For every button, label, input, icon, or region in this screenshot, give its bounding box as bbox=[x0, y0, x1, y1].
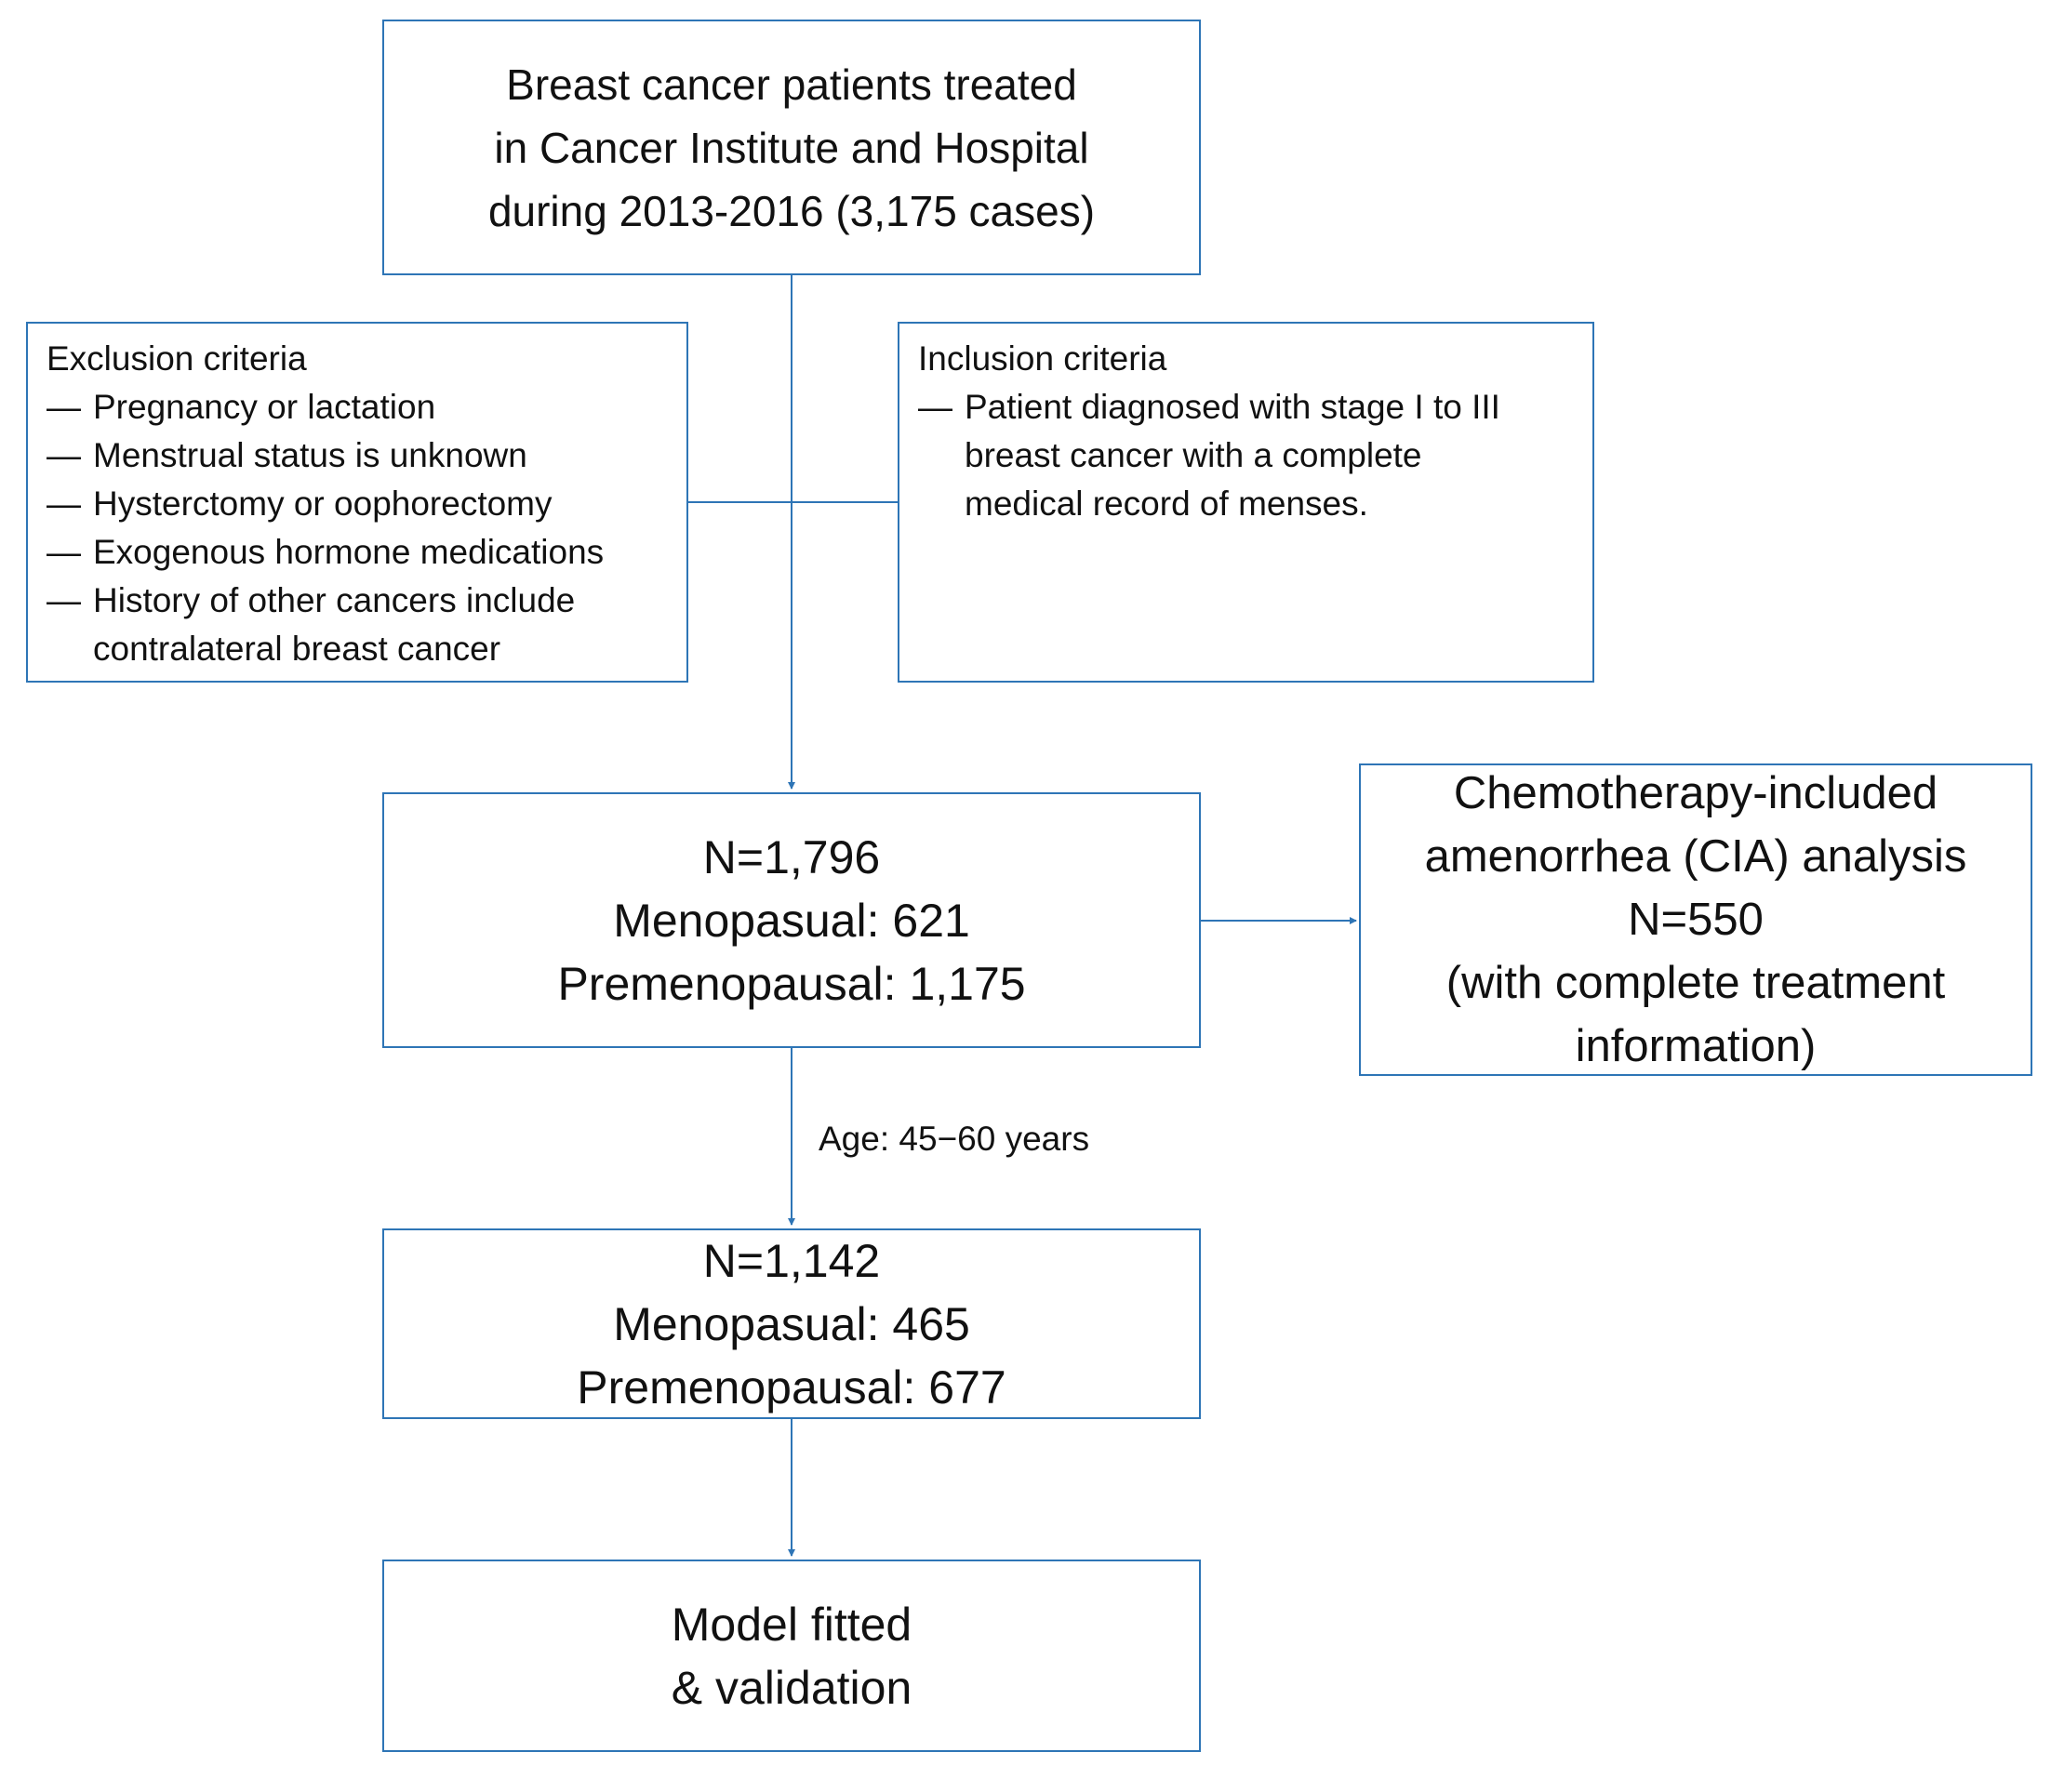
inclusion-criteria-box: Inclusion criteria — Patient diagnosed w… bbox=[898, 322, 1594, 683]
exclusion-item-text: Hysterctomy or oophorectomy bbox=[93, 485, 553, 523]
cia-line-4: (with complete treatment bbox=[1445, 958, 1946, 1008]
exclusion-criteria-box: Exclusion criteria — Pregnancy or lactat… bbox=[26, 322, 688, 683]
source-line-3: during 2013-2016 (3,175 cases) bbox=[487, 186, 1096, 235]
inclusion-title: Inclusion criteria bbox=[918, 339, 1167, 378]
cia-line-2: amenorrhea (CIA) analysis bbox=[1424, 831, 1967, 882]
exclusion-item: — Exogenous hormone medications bbox=[47, 528, 686, 577]
exclusion-item-text: Pregnancy or lactation bbox=[93, 388, 436, 426]
bullet-dash: — bbox=[47, 436, 81, 474]
cohort-total: N=1,796 bbox=[702, 830, 881, 883]
exclusion-title: Exclusion criteria bbox=[47, 339, 307, 378]
age-filtered-premenopausal: Premenopausal: 677 bbox=[577, 1361, 1006, 1414]
cohort-box: N=1,796 Menopasual: 621 Premenopausal: 1… bbox=[382, 792, 1201, 1048]
inclusion-item: — Patient diagnosed with stage I to III … bbox=[918, 383, 1592, 528]
bullet-dash: — bbox=[918, 388, 952, 426]
model-box: Model fitted & validation bbox=[382, 1560, 1201, 1752]
model-line-1: Model fitted bbox=[671, 1598, 912, 1651]
cohort-premenopausal: Premenopausal: 1,175 bbox=[557, 957, 1026, 1010]
age-filtered-total: N=1,142 bbox=[702, 1234, 881, 1287]
exclusion-item: — Pregnancy or lactation bbox=[47, 383, 686, 431]
source-line-1: Breast cancer patients treated bbox=[506, 60, 1077, 109]
cohort-menopausal: Menopasual: 621 bbox=[613, 894, 970, 947]
inclusion-item-text: Patient diagnosed with stage I to III bbox=[965, 388, 1500, 426]
cia-line-5: information) bbox=[1575, 1021, 1817, 1071]
exclusion-item-text: History of other cancers include bbox=[93, 581, 576, 619]
inclusion-item-text: breast cancer with a complete bbox=[965, 436, 1422, 474]
source-population-box: Breast cancer patients treated in Cancer… bbox=[382, 20, 1201, 275]
exclusion-item: — Hysterctomy or oophorectomy bbox=[47, 480, 686, 528]
bullet-dash: — bbox=[47, 533, 81, 571]
cia-count: N=550 bbox=[1628, 895, 1764, 945]
exclusion-item-text: Menstrual status is unknown bbox=[93, 436, 527, 474]
cia-line-1: Chemotherapy-included bbox=[1453, 768, 1938, 818]
source-line-2: in Cancer Institute and Hospital bbox=[494, 123, 1089, 172]
age-filtered-box: N=1,142 Menopasual: 465 Premenopausal: 6… bbox=[382, 1228, 1201, 1419]
exclusion-item: — History of other cancers include contr… bbox=[47, 577, 686, 673]
exclusion-item: — Menstrual status is unknown bbox=[47, 431, 686, 480]
cia-analysis-box: Chemotherapy-included amenorrhea (CIA) a… bbox=[1359, 763, 2032, 1076]
bullet-dash: — bbox=[47, 388, 81, 426]
inclusion-item-text: medical record of menses. bbox=[965, 485, 1368, 523]
exclusion-item-text: Exogenous hormone medications bbox=[93, 533, 605, 571]
exclusion-item-text: contralateral breast cancer bbox=[93, 630, 501, 668]
model-line-2: & validation bbox=[671, 1661, 912, 1714]
age-filtered-menopausal: Menopasual: 465 bbox=[613, 1297, 970, 1350]
bullet-dash: — bbox=[47, 581, 81, 619]
age-condition-label: Age: 45−60 years bbox=[819, 1120, 1090, 1158]
bullet-dash: — bbox=[47, 485, 81, 523]
